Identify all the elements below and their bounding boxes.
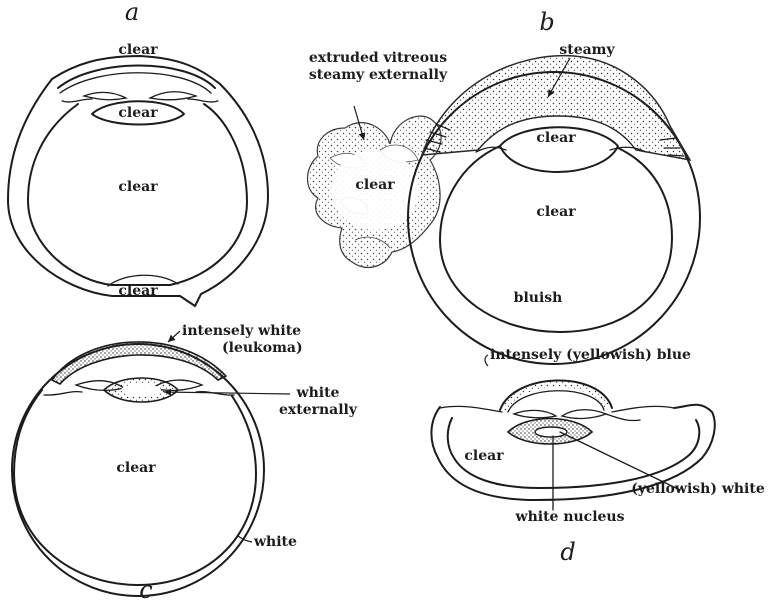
- eye-c-label-white: white: [296, 385, 340, 401]
- eye-d-label-white-nucleus: white nucleus: [515, 509, 625, 525]
- eye-d-white-nucleus: [535, 427, 567, 437]
- extruded-label-line1: extruded vitreous: [309, 50, 447, 66]
- eye-d-iris-right: [562, 410, 606, 419]
- extruded-label-clear: clear: [355, 177, 395, 193]
- leukoma-pointer-arrow: [168, 331, 180, 342]
- eye-d-label-blue: intensely (yellowish) blue: [490, 347, 691, 363]
- eye-b-label-lens: clear: [536, 130, 576, 146]
- eye-d-label-clear: clear: [464, 448, 504, 464]
- eye-c-label-clear: clear: [116, 460, 156, 476]
- eye-b-label-steamy: steamy: [559, 42, 615, 58]
- panel-letter-b: b: [539, 8, 554, 36]
- eye-c-label-leukoma-line1: intensely white: [182, 323, 301, 339]
- eye-a-label-center: clear: [118, 179, 158, 195]
- eye-d-iris-left: [514, 410, 556, 417]
- eye-c-label-white-rim: white: [253, 534, 297, 550]
- panel-letter-c: c: [139, 576, 152, 602]
- eye-a-label-top: clear: [118, 42, 158, 58]
- eye-b-label-bluish: bluish: [514, 290, 563, 306]
- eye-a-label-lens: clear: [118, 105, 158, 121]
- eye-a-cornea: [58, 66, 215, 89]
- eye-c-inner-globe: [14, 390, 256, 585]
- eye-c-label-leukoma-line2: (leukoma): [222, 340, 303, 356]
- panel-letter-d: d: [560, 538, 575, 566]
- white-externally-pointer-arrow: [164, 392, 290, 394]
- eye-d-label-yellowish-white: (yellowish) white: [631, 481, 765, 497]
- eye-c-label-externally: externally: [279, 402, 358, 418]
- eye-b-label-center: clear: [536, 204, 576, 220]
- extruded-label-line2: steamy externally: [309, 67, 448, 83]
- blue-pointer: [485, 355, 488, 366]
- panel-letter-a: a: [125, 0, 139, 26]
- eye-a-label-bottom: clear: [118, 283, 158, 299]
